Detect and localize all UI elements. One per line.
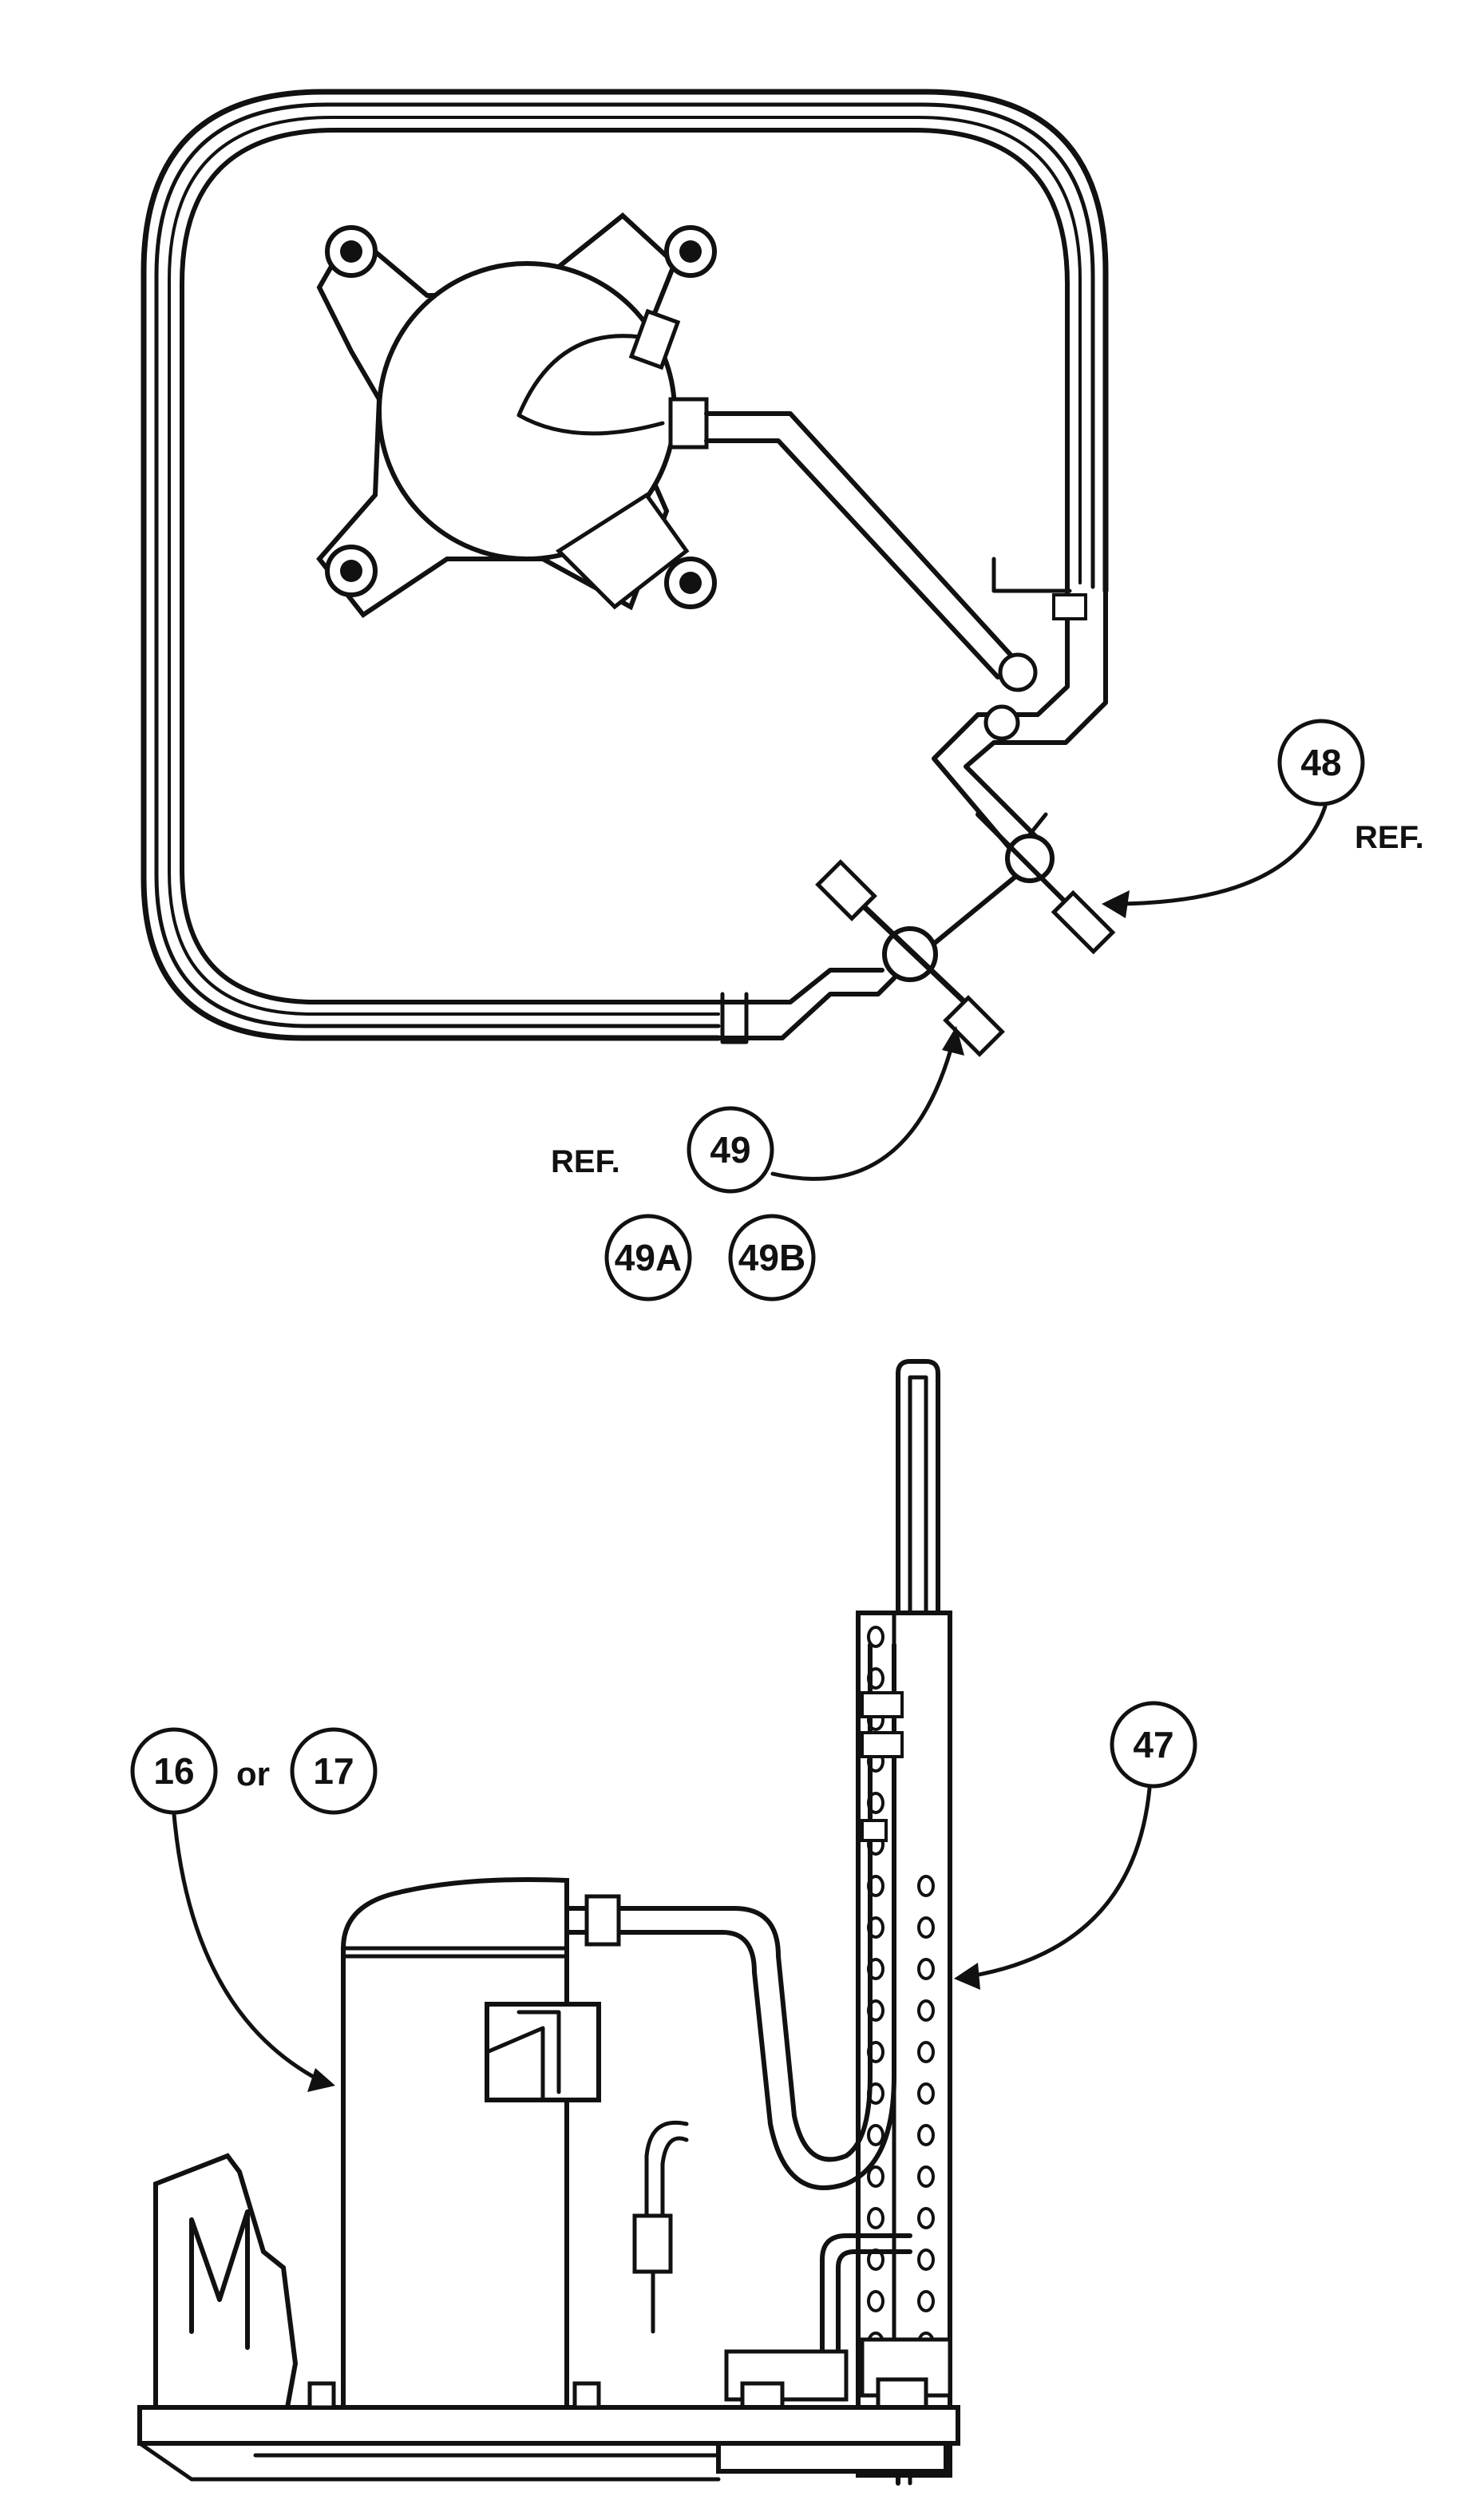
callout-49-group: REF. 49 49A 49B	[551, 1026, 964, 1302]
callout-49-label: 49	[710, 1129, 750, 1171]
ref-49-label: REF.	[551, 1144, 620, 1179]
callout-48-label: 48	[1300, 742, 1341, 783]
mount-bolt-icon	[664, 225, 717, 278]
discharge-line	[704, 411, 1038, 692]
compressor-top-icon	[377, 261, 709, 610]
torn-panel-icon	[153, 2153, 299, 2410]
bracket-hole	[867, 2165, 884, 2188]
tube-frame	[140, 89, 1109, 1041]
bracket-hole	[917, 2082, 935, 2105]
mount-bolt-icon	[325, 545, 378, 597]
bracket-hole	[917, 1875, 935, 1897]
temperature-sensor-icon	[632, 2120, 689, 2334]
or-label: or	[236, 1755, 270, 1793]
callout-48: 48 REF.	[1102, 719, 1424, 918]
bracket-hole	[867, 2124, 884, 2146]
callout-47-label: 47	[1133, 1724, 1173, 1765]
bracket-hole	[917, 1958, 935, 1980]
side-discharge-tube	[564, 1642, 904, 2190]
bracket-holes	[867, 1626, 935, 2437]
bracket-hole	[917, 2165, 935, 2188]
tube-bend	[932, 557, 1108, 865]
service-valve-49	[716, 859, 1005, 1057]
bracket-hole	[917, 2124, 935, 2146]
callout-16-label: 16	[153, 1750, 194, 1792]
callout-16-17: 16 or 17	[130, 1727, 378, 2092]
base-plate	[137, 2381, 960, 2482]
bracket-hole	[917, 1999, 935, 2022]
mount-bolt-icon	[664, 557, 717, 609]
service-valve-48	[975, 812, 1116, 955]
ref-48-label: REF.	[1355, 820, 1424, 855]
callout-49a-label: 49A	[615, 1237, 682, 1278]
compressor-side-icon	[341, 1877, 601, 2414]
callout-47: 47	[954, 1701, 1197, 1990]
bracket-hole	[917, 2249, 935, 2271]
bracket-hole	[917, 2041, 935, 2063]
callout-49b-label: 49B	[738, 1237, 805, 1278]
bracket-hole	[917, 2207, 935, 2229]
valve-connector-line	[924, 874, 1018, 953]
top-view: 48 REF. REF. 49 49A 49B	[140, 89, 1424, 1302]
callout-17-label: 17	[313, 1750, 354, 1792]
bracket-hole	[867, 2290, 884, 2312]
side-view: 16 or 17 47	[130, 1359, 1197, 2486]
bracket-hole	[917, 1916, 935, 1939]
bracket-hole	[867, 1626, 884, 1648]
bracket-hole	[917, 2290, 935, 2312]
mount-bolt-icon	[325, 225, 378, 278]
bracket-hole	[867, 2207, 884, 2229]
